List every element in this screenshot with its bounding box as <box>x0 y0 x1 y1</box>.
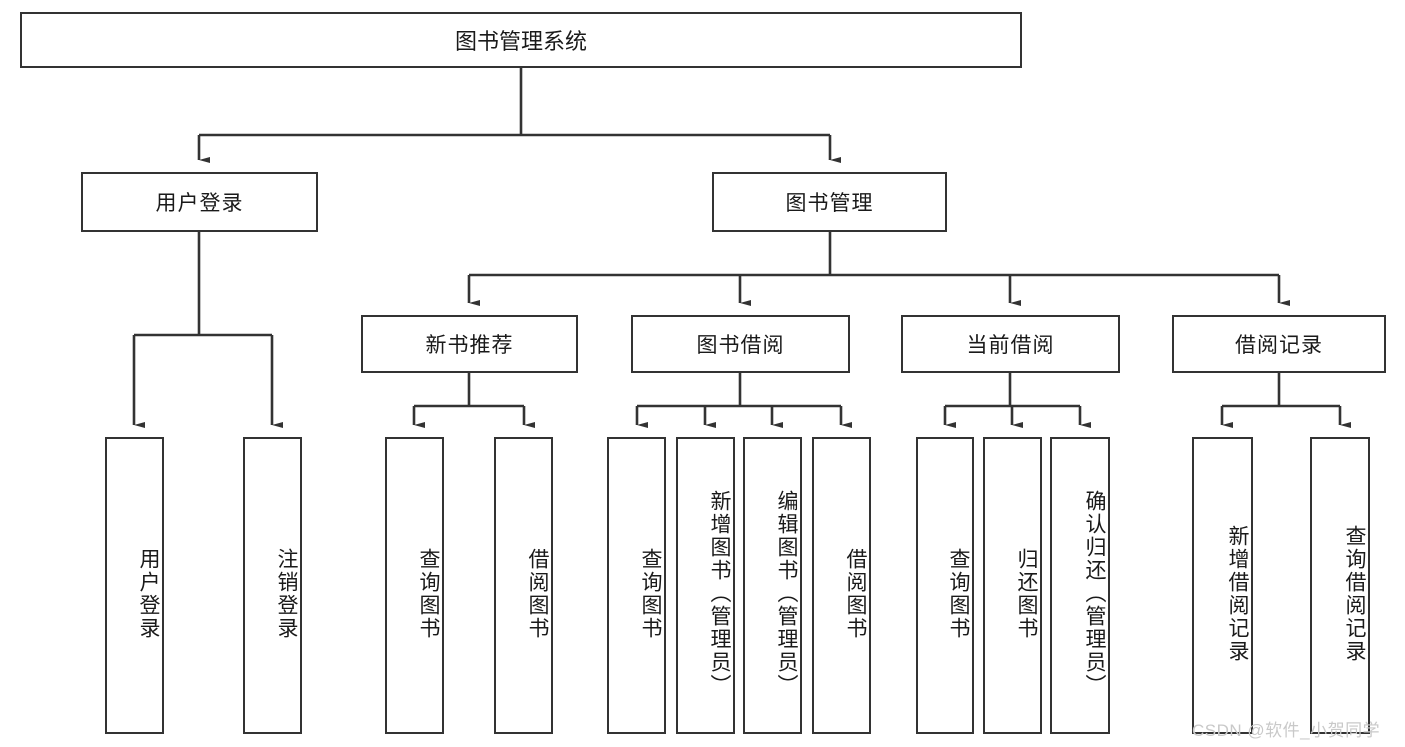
node-root-system[interactable]: 图书管理系统 <box>20 12 1022 68</box>
leaf-user-login[interactable]: 用户登录 <box>105 437 164 734</box>
node-book-borrow[interactable]: 图书借阅 <box>631 315 850 373</box>
leaf-query-books-recommend[interactable]: 查询图书 <box>385 437 444 734</box>
leaf-borrow-books[interactable]: 借阅图书 <box>812 437 871 734</box>
leaf-return-books[interactable]: 归还图书 <box>983 437 1042 734</box>
node-book-management[interactable]: 图书管理 <box>712 172 947 232</box>
csdn-watermark: CSDN @软件_小贺同学 <box>1192 721 1381 740</box>
leaf-edit-book-admin[interactable]: 编辑图书（管理员） <box>743 437 802 734</box>
node-user-login[interactable]: 用户登录 <box>81 172 318 232</box>
leaf-add-book-admin[interactable]: 新增图书（管理员） <box>676 437 735 734</box>
leaf-logout[interactable]: 注销登录 <box>243 437 302 734</box>
leaf-borrow-books-recommend[interactable]: 借阅图书 <box>494 437 553 734</box>
node-new-book-recommend[interactable]: 新书推荐 <box>361 315 578 373</box>
leaf-query-books-current[interactable]: 查询图书 <box>916 437 974 734</box>
node-borrow-records[interactable]: 借阅记录 <box>1172 315 1386 373</box>
leaf-add-borrow-record[interactable]: 新增借阅记录 <box>1192 437 1253 734</box>
node-current-borrow[interactable]: 当前借阅 <box>901 315 1120 373</box>
leaf-query-borrow-record[interactable]: 查询借阅记录 <box>1310 437 1370 734</box>
leaf-confirm-return-admin[interactable]: 确认归还（管理员） <box>1050 437 1110 734</box>
leaf-query-books-borrow[interactable]: 查询图书 <box>607 437 666 734</box>
